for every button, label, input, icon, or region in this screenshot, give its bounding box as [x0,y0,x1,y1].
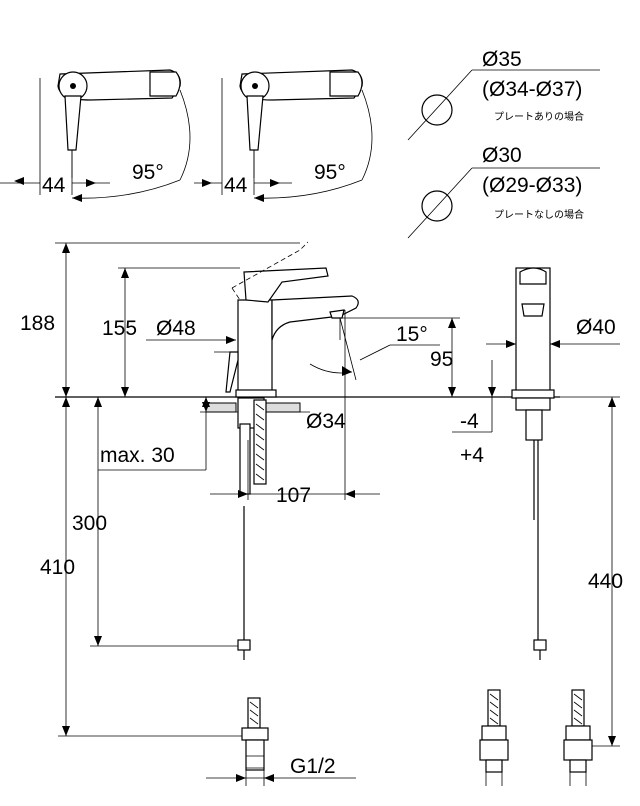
dim-44-left: 44 [42,174,66,197]
dim-44-mid: 44 [224,174,248,197]
hole-symbol-2: Ø30 (Ø29-Ø33) プレートなしの場合 [407,144,600,239]
angle-95-mid: 95° [314,161,346,184]
hole1-diameter: Ø35 [482,48,522,71]
side-view: Ø40 -4 +4 440 [452,267,623,786]
dim-d34: Ø34 [306,410,346,433]
dim-155: 155 [102,317,137,340]
dim-95: 95 [430,348,453,371]
hole2-diameter: Ø30 [482,144,522,167]
top-view-left: 44 95° [0,69,191,202]
hose-connector-2 [563,689,593,786]
top-view-mid: 44 95° [194,69,373,202]
dim-d40: Ø40 [576,316,616,339]
hole2-range: (Ø29-Ø33) [482,174,582,197]
thread-g12: G1/2 [290,755,336,778]
dim-410: 410 [40,556,75,579]
hole1-note: プレートありの場合 [494,110,584,123]
hole-symbol-1: Ø35 (Ø34-Ø37) プレートありの場合 [407,48,600,141]
dim-300: 300 [72,512,107,535]
dim-188: 188 [20,312,55,335]
hole1-range: (Ø34-Ø37) [482,78,582,101]
hose-connector-1 [479,689,509,786]
angle-15: 15° [396,323,428,346]
dim-minus4: -4 [460,410,479,433]
dim-max30: max. 30 [100,444,175,467]
dim-plus4: +4 [460,444,484,467]
angle-95-left: 95° [132,161,164,184]
dim-107: 107 [276,484,311,507]
hole2-note: プレートなしの場合 [494,208,584,221]
front-view: 188 155 Ø48 15° [20,241,560,786]
dim-d48: Ø48 [156,317,196,340]
dim-440: 440 [588,570,623,593]
